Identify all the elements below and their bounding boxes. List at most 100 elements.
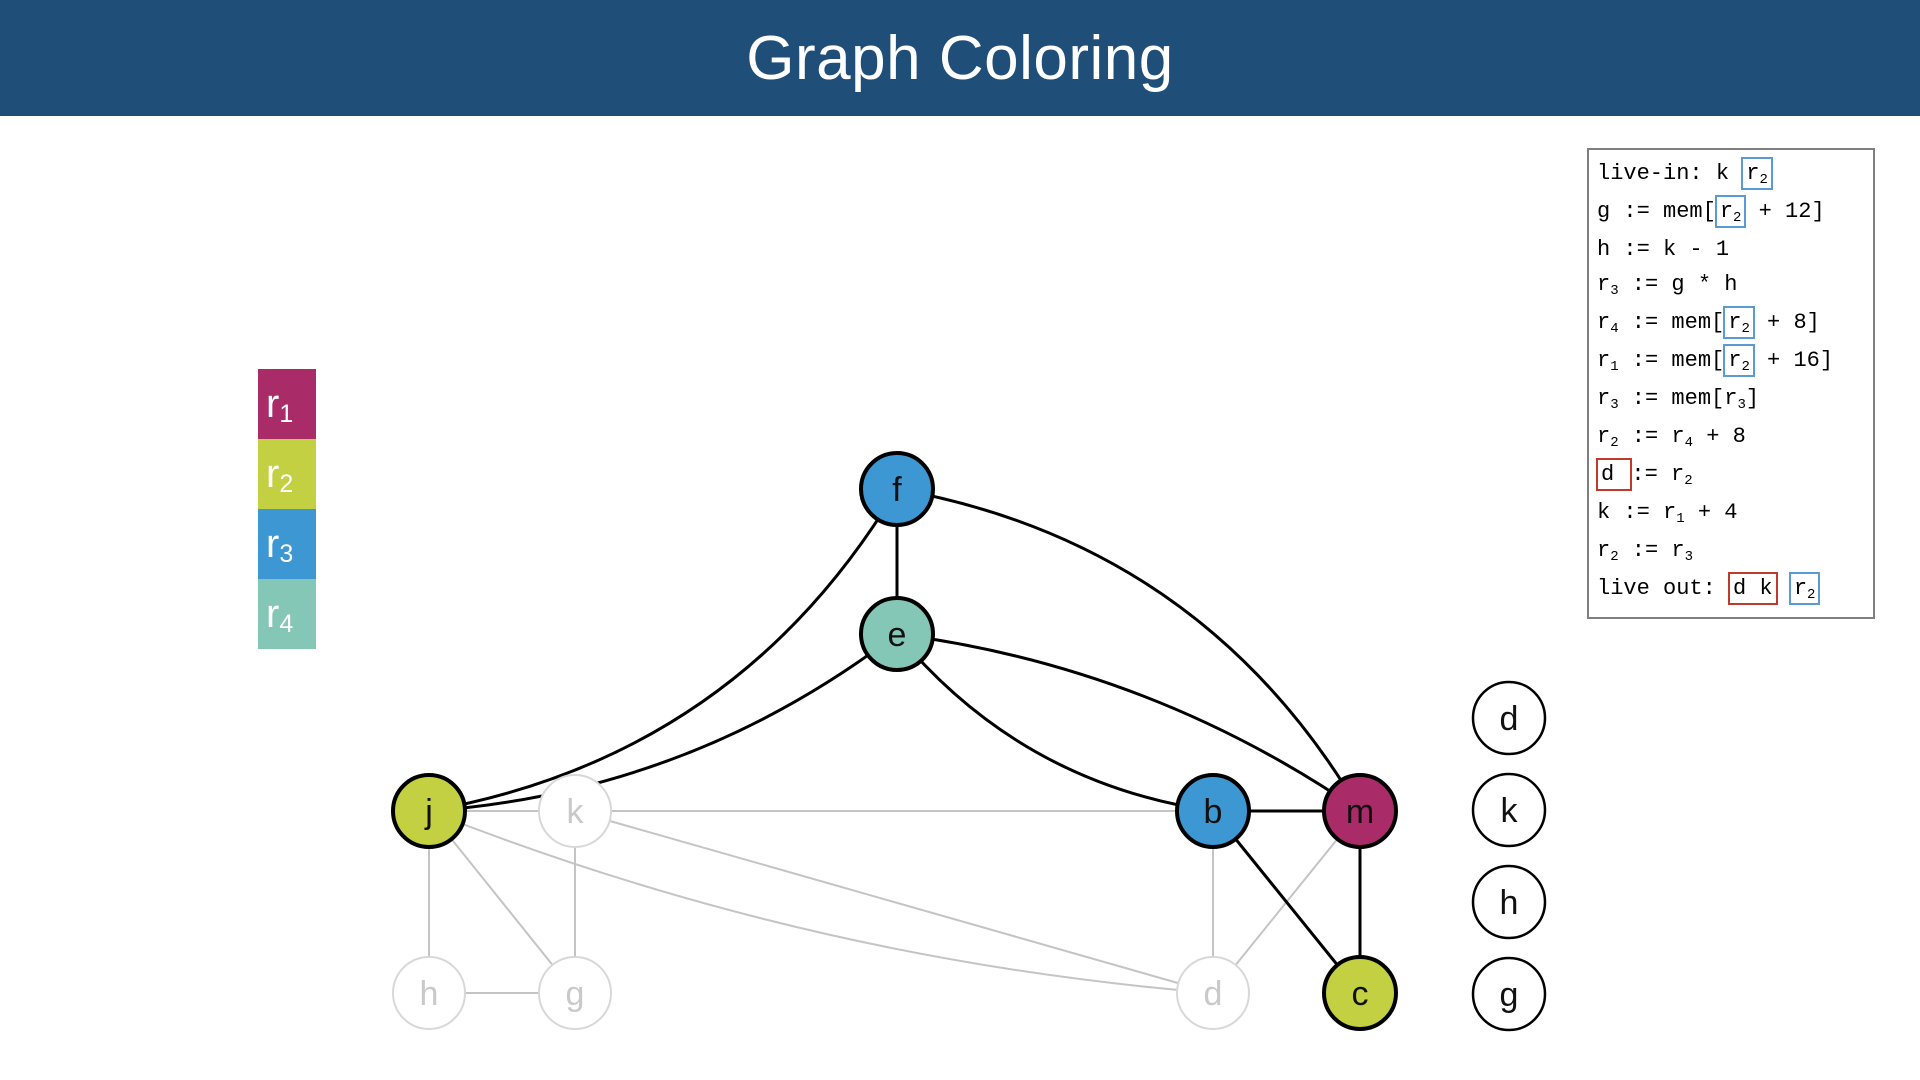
code-text: + 8 xyxy=(1693,424,1746,449)
edge-e-m xyxy=(896,632,1361,813)
graph-node-j[interactable] xyxy=(391,773,467,849)
code-text: g := mem[ xyxy=(1597,199,1716,224)
code-text: r3 xyxy=(1597,386,1619,413)
graph-node-label-j: j xyxy=(424,793,433,831)
code-text: r2 xyxy=(1597,424,1619,451)
code-text: + 16] xyxy=(1753,348,1834,373)
stack-node-h[interactable] xyxy=(1471,864,1547,940)
code-line-live-out: live out: d k r2 xyxy=(1597,571,1865,609)
code-text: + 12] xyxy=(1745,199,1825,224)
legend-label-r3: r3 xyxy=(266,522,294,568)
interference-graph: f e j k b m h g d c d k h g xyxy=(391,451,1547,1032)
code-line-stmt-k: k := r1 + 4 xyxy=(1597,495,1865,533)
code-text: live out: xyxy=(1597,576,1730,601)
graph-node-d[interactable] xyxy=(1176,956,1250,1030)
graph-node-label-k: k xyxy=(567,793,585,831)
edge-b-c xyxy=(1211,810,1362,994)
graph-node-label-m: m xyxy=(1346,793,1374,831)
code-highlight-blue: r2 xyxy=(1788,572,1821,605)
code-text: live-in: k xyxy=(1597,161,1743,186)
graph-node-label-d: d xyxy=(1204,975,1223,1013)
code-text: k := r xyxy=(1597,500,1677,525)
code-highlight-blue: r2 xyxy=(1714,195,1747,228)
edge-e-b xyxy=(895,633,1214,813)
code-highlight-blue: r2 xyxy=(1723,306,1755,339)
edge-f-j xyxy=(428,488,899,813)
code-text: 3 xyxy=(1684,549,1694,565)
code-text: 4 xyxy=(1684,435,1694,451)
graph-node-label-e: e xyxy=(888,616,907,654)
code-text: := mem[ xyxy=(1618,310,1725,335)
edge-k-d xyxy=(574,810,1214,994)
code-text: h := k - 1 xyxy=(1597,237,1730,262)
graph-node-b[interactable] xyxy=(1175,773,1251,849)
graph-node-label-b: b xyxy=(1204,793,1223,831)
code-highlight-red: d xyxy=(1595,458,1633,491)
code-line-stmt-g: g := mem[r2 + 12] xyxy=(1597,194,1865,232)
code-line-stmt-r2a: r2 := r4 + 8 xyxy=(1597,419,1865,457)
graph-node-label-f: f xyxy=(892,471,902,509)
code-line-stmt-h: h := k - 1 xyxy=(1597,232,1865,267)
legend-label-r2: r2 xyxy=(266,452,294,498)
title-banner: Graph Coloring xyxy=(0,0,1920,116)
legend-swatch-r1: r1 xyxy=(258,369,316,439)
legend-swatch-r3: r3 xyxy=(258,509,316,579)
code-highlight-red: d k xyxy=(1728,572,1778,605)
code-text: + 4 xyxy=(1684,500,1738,525)
legend-swatch-r4: r4 xyxy=(258,579,316,649)
code-text: r2 xyxy=(1597,538,1619,565)
edge-e-j xyxy=(428,632,898,813)
stack-node-d[interactable] xyxy=(1471,680,1547,756)
register-color-legend: r1 r2 r3 r4 xyxy=(258,369,316,649)
code-line-live-in: live-in: k r2 xyxy=(1597,156,1865,194)
graph-node-k[interactable] xyxy=(538,774,612,848)
stack-node-g[interactable] xyxy=(1471,956,1547,1032)
code-highlight-blue: r2 xyxy=(1723,344,1755,377)
code-text: := r xyxy=(1618,538,1685,563)
edge-f-m xyxy=(896,487,1362,812)
stack-node-label-d: d xyxy=(1500,700,1519,738)
code-line-stmt-r3a: r3 := g * h xyxy=(1597,267,1865,305)
code-text: 1 xyxy=(1676,511,1685,527)
code-line-stmt-r3b: r3 := mem[r3] xyxy=(1597,381,1865,419)
edge-j-g xyxy=(428,810,576,994)
spill-stack-group: d k h g xyxy=(1471,680,1547,1032)
code-highlight-blue: r2 xyxy=(1741,157,1773,190)
stack-node-k[interactable] xyxy=(1471,772,1547,848)
code-line-stmt-r4: r4 := mem[r2 + 8] xyxy=(1597,305,1865,343)
active-edge-group xyxy=(428,487,1362,994)
code-text: := mem[ xyxy=(1618,348,1725,373)
code-text: ] xyxy=(1745,386,1760,411)
legend-label-r4: r4 xyxy=(266,592,294,638)
code-text: r1 xyxy=(1597,348,1619,375)
code-text: := r xyxy=(1618,424,1685,449)
graph-node-label-c: c xyxy=(1352,975,1369,1013)
code-text: := g * h xyxy=(1618,272,1738,297)
legend-label-r1: r1 xyxy=(266,382,294,428)
legend-swatch-r2: r2 xyxy=(258,439,316,509)
code-text: := r xyxy=(1631,462,1685,487)
graph-node-g[interactable] xyxy=(538,956,612,1030)
code-line-stmt-d: d := r2 xyxy=(1595,457,1865,495)
edge-j-d xyxy=(428,810,1214,994)
graph-node-m[interactable] xyxy=(1322,773,1398,849)
code-text: r3 xyxy=(1724,386,1746,413)
stack-node-label-h: h xyxy=(1500,884,1519,922)
code-line-stmt-r1: r1 := mem[r2 + 16] xyxy=(1597,343,1865,381)
code-text xyxy=(1777,576,1790,601)
graph-node-e[interactable] xyxy=(859,596,935,672)
stack-node-label-g: g xyxy=(1500,976,1519,1014)
code-text: := mem[ xyxy=(1618,386,1725,411)
code-text: r3 xyxy=(1597,272,1619,299)
page-title: Graph Coloring xyxy=(746,23,1174,93)
graph-node-h[interactable] xyxy=(392,956,466,1030)
code-line-stmt-r2b: r2 := r3 xyxy=(1597,533,1865,571)
graph-node-c[interactable] xyxy=(1322,955,1398,1031)
stack-node-label-k: k xyxy=(1501,792,1519,830)
graph-node-f[interactable] xyxy=(859,451,935,527)
code-text: + 8] xyxy=(1753,310,1820,335)
code-text: 2 xyxy=(1684,473,1693,489)
graph-node-label-g: g xyxy=(566,975,585,1013)
